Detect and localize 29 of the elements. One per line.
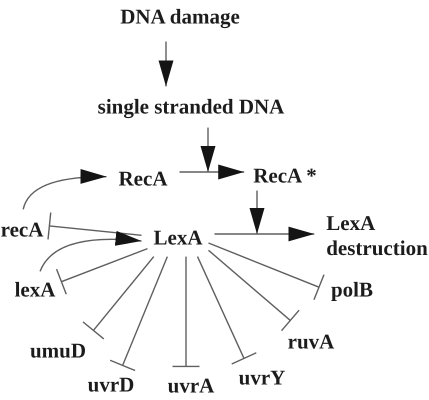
node-label: recA <box>0 217 44 243</box>
node-label: ruvA <box>288 329 334 355</box>
node-label: LexA destruction <box>326 210 428 262</box>
node-label: RecA * <box>253 163 317 189</box>
inhibition-line <box>47 212 142 240</box>
arrow <box>180 164 244 180</box>
node-label: uvrA <box>168 373 214 399</box>
inhibition-line <box>82 256 154 340</box>
inhibition-line <box>172 256 200 368</box>
inhibition-line <box>109 256 168 372</box>
node-label: DNA damage <box>120 4 240 30</box>
node-label: uvrY <box>238 365 286 391</box>
inhibition-line <box>208 250 300 332</box>
node-label: umuD <box>30 338 86 364</box>
curved-arrow <box>39 231 142 272</box>
arrow <box>214 226 314 242</box>
curved-arrow <box>22 169 107 210</box>
arrow <box>200 128 216 172</box>
node-label: lexA <box>14 277 56 303</box>
inhibition-line <box>208 242 325 300</box>
node-label: uvrD <box>88 372 134 398</box>
arrow <box>158 42 174 86</box>
node-label: LexA <box>154 225 202 251</box>
arrow <box>250 190 264 234</box>
inhibition-line <box>56 248 148 295</box>
inhibition-line <box>196 256 257 365</box>
node-label: RecA <box>118 166 168 192</box>
node-label: single stranded DNA <box>98 94 284 120</box>
node-label: polB <box>330 277 374 303</box>
